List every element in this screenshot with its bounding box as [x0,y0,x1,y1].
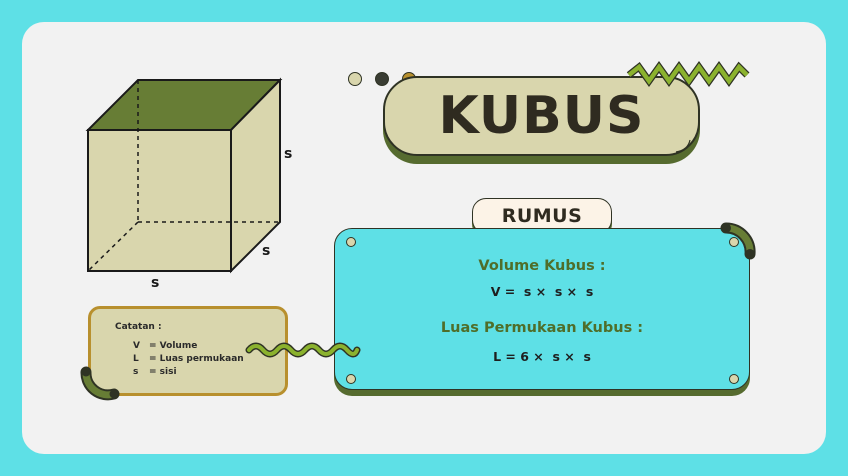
screw-icon [346,237,356,247]
title-banner: KUBUS [383,76,700,156]
notes-row-side: s = sisi [133,367,177,377]
notes-symbol: V [133,341,140,351]
decor-dot-light [348,72,362,86]
rumus-label: RUMUS [501,205,583,227]
squiggle-decor-icon [245,342,361,358]
formula-panel: Volume Kubus : V = s × s × s Luas Permuk… [334,228,750,390]
decor-dot-dark [375,72,389,86]
screw-icon [729,237,739,247]
cube-label-right: s [284,146,293,162]
notes-heading: Catatan : [115,322,162,332]
volume-formula: V = s × s × s [490,284,594,299]
notes-meaning: = Volume [149,341,198,351]
notes-meaning: = sisi [149,367,177,377]
cube-label-depth: s [262,243,271,259]
page-title: KUBUS [438,86,645,146]
notes-row-area: L = Luas permukaan [133,354,244,364]
cube-hidden-edge-depth [87,221,139,272]
zigzag-decor-icon [626,60,750,88]
notes-symbol: L [133,354,139,364]
title-highlight-icon [675,139,691,153]
notes-meaning: = Luas permukaan [149,354,244,364]
notes-symbol: s [133,367,139,377]
cube-front-face [87,129,232,272]
cube-label-bottom: s [151,275,160,291]
notes-row-volume: V = Volume [133,341,197,351]
hook-decor-icon [720,222,756,260]
area-formula: L = 6 × s × s [493,349,591,364]
volume-heading: Volume Kubus : [478,258,606,274]
hook-decor-left-icon [80,366,120,401]
area-heading: Luas Permukaan Kubus : [440,320,644,336]
screw-icon [346,374,356,384]
notes-box: Catatan : V = Volume L = Luas permukaan s =… [88,306,288,396]
screw-icon [729,374,739,384]
